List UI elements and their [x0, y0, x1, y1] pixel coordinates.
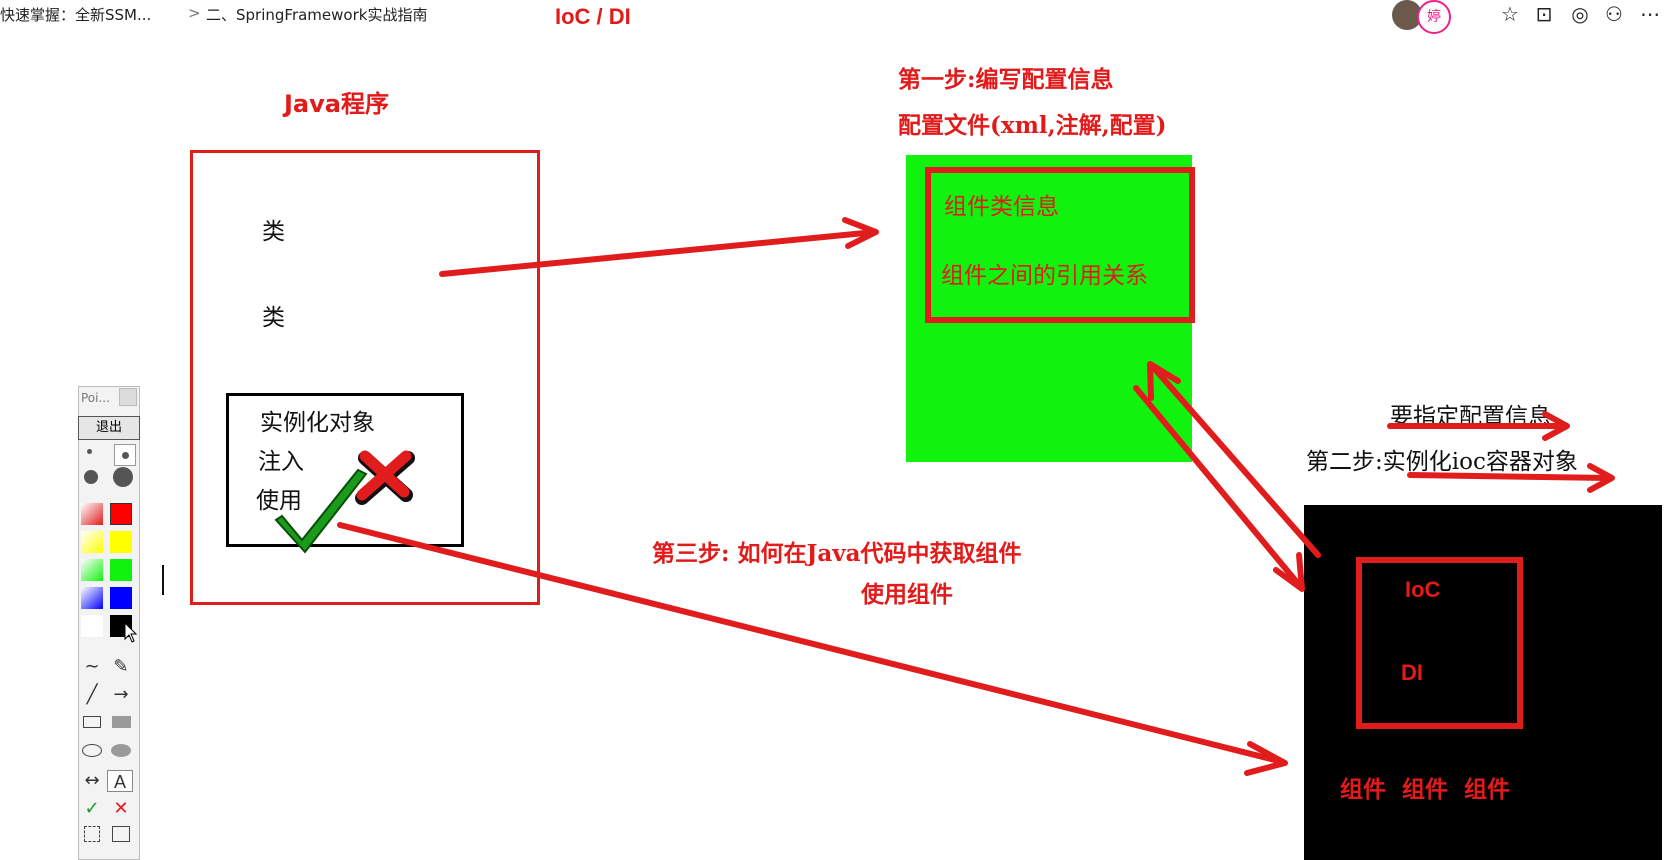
brush-size-s-icon — [122, 452, 129, 459]
java-program-box — [190, 150, 540, 605]
color-blue-swatch[interactable] — [110, 587, 132, 609]
brush-size-m-icon[interactable] — [84, 470, 98, 484]
arrow-head-up-icon — [1147, 361, 1181, 401]
component-info-label: 组件类信息 — [944, 194, 1059, 220]
color-red-swatch[interactable] — [110, 503, 132, 525]
java-program-title: Java程序 — [284, 90, 389, 118]
color-yellow-light-swatch[interactable] — [81, 531, 103, 553]
inject-label: 注入 — [258, 449, 304, 475]
arrow-head-right-icon — [1542, 411, 1570, 441]
arrow-head-container-icon — [1244, 741, 1288, 776]
color-green-swatch[interactable] — [110, 559, 132, 581]
object-box — [226, 393, 464, 547]
check-icon — [274, 468, 368, 554]
top-bar: 快速掌握：全新SSM... > 二、SpringFramework实战指南 Io… — [0, 0, 1677, 34]
arrow-class-to-config — [439, 229, 878, 277]
arrow-tool-icon[interactable]: → — [113, 684, 129, 705]
avatar-user[interactable]: 婷 — [1417, 0, 1451, 34]
arrow-config-to-container — [1133, 385, 1303, 589]
brush-size-xs-icon[interactable] — [87, 449, 92, 454]
ellipse-tool-icon[interactable] — [82, 744, 102, 757]
comment-icon[interactable]: ⊡ — [1535, 2, 1553, 26]
cross-icon — [355, 450, 415, 505]
breadcrumb-chapter[interactable]: 二、SpringFramework实战指南 — [206, 6, 428, 24]
text-tool-button[interactable]: A — [107, 770, 133, 792]
use-label: 使用 — [256, 488, 302, 514]
ioc-label: IoC — [1405, 577, 1441, 602]
config-file-box — [906, 155, 1192, 462]
step2-title: 第二步:实例化ioc容器对象 — [1306, 449, 1578, 475]
mouse-cursor-icon — [124, 622, 138, 643]
line-tool-icon[interactable]: ╱ — [86, 684, 98, 705]
double-arrow-tool-icon[interactable]: ↔ — [84, 770, 100, 791]
color-yellow-swatch[interactable] — [110, 531, 132, 553]
filled-rectangle-tool-icon[interactable] — [112, 716, 131, 728]
chat-icon[interactable]: ◎ — [1571, 2, 1589, 26]
arrow-use-to-container — [337, 522, 1286, 765]
toolbox-close-icon[interactable] — [119, 388, 137, 406]
step1-subtitle: 配置文件(xml,注解,配置) — [898, 112, 1167, 139]
exit-button[interactable]: 退出 — [78, 416, 140, 440]
breadcrumb-course[interactable]: 快速掌握：全新SSM... — [0, 6, 152, 24]
select-tool-icon[interactable] — [84, 826, 100, 842]
more-icon[interactable]: ⋯ — [1640, 2, 1660, 26]
step3-subtitle: 使用组件 — [861, 581, 953, 608]
filled-ellipse-tool-icon[interactable] — [111, 744, 131, 757]
color-white-swatch[interactable] — [81, 615, 103, 637]
ioc-container-box — [1304, 505, 1662, 860]
rectangle-tool-icon[interactable] — [83, 716, 101, 728]
arrow-head-down-icon — [1273, 552, 1305, 592]
color-green-light-swatch[interactable] — [81, 559, 103, 581]
arrow-head-right-icon-2 — [1587, 463, 1615, 493]
page-title: IoC / DI — [555, 4, 631, 29]
brush-size-l-icon[interactable] — [113, 467, 133, 487]
class-label-1: 类 — [262, 219, 285, 245]
ioc-di-box — [1356, 557, 1523, 729]
zoom-tool-icon[interactable] — [112, 826, 130, 842]
eraser-tool-icon[interactable]: ✎ — [113, 656, 129, 677]
freehand-tool-icon[interactable]: ∼ — [84, 656, 100, 677]
instantiate-label: 实例化对象 — [260, 410, 375, 436]
config-info-box — [925, 167, 1195, 323]
avatar-char: 婷 — [1427, 9, 1441, 25]
toolbox-title: Poi... — [81, 391, 110, 405]
component-ref-label: 组件之间的引用关系 — [941, 263, 1148, 289]
step3-title: 第三步: 如何在Java代码中获取组件 — [652, 540, 1022, 567]
class-label-2: 类 — [262, 305, 285, 331]
breadcrumb-separator-icon: > — [188, 4, 201, 22]
arrow-step2 — [1407, 472, 1613, 481]
di-label: DI — [1401, 660, 1423, 685]
arrow-container-to-config — [1150, 364, 1321, 558]
arrow-head-config-icon — [842, 217, 879, 249]
color-blue-light-swatch[interactable] — [81, 587, 103, 609]
step1-title: 第一步:编写配置信息 — [898, 66, 1114, 93]
add-user-icon[interactable]: ⚇ — [1605, 2, 1623, 26]
color-red-light-swatch[interactable] — [81, 503, 103, 525]
components-label: 组件 组件 组件 — [1340, 776, 1511, 803]
check-tool-icon[interactable]: ✓ — [84, 798, 100, 819]
cross-tool-icon[interactable]: ✕ — [113, 798, 129, 819]
star-icon[interactable]: ☆ — [1501, 2, 1519, 26]
